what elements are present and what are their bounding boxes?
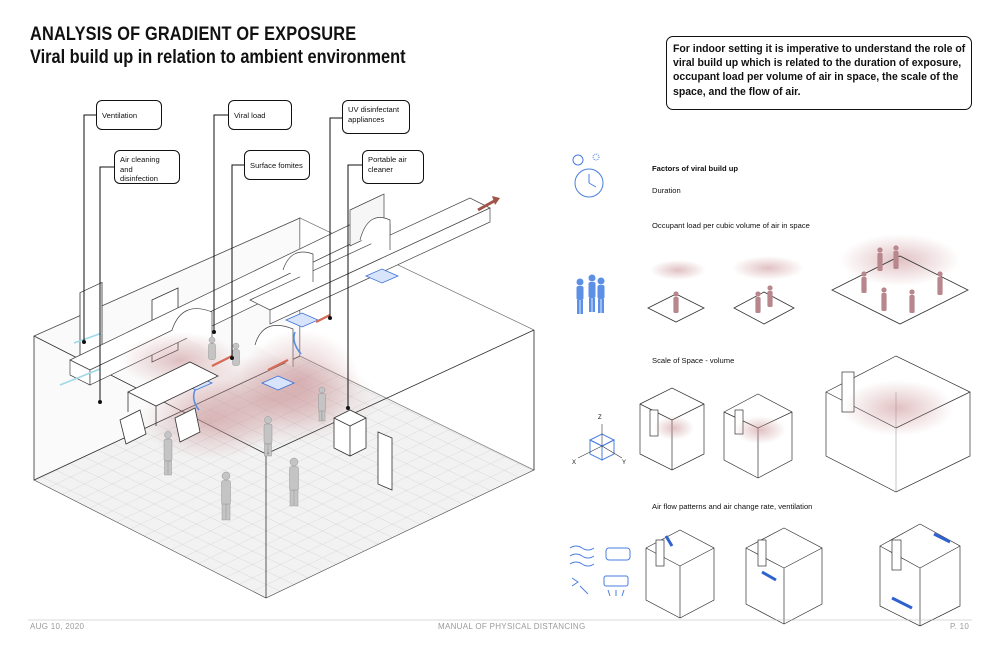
callout-viral-load: Viral load <box>228 100 292 130</box>
airflow-icons <box>569 545 631 597</box>
page-title: ANALYSIS OF GRADIENT OF EXPOSURE <box>30 24 357 45</box>
callout-leaders <box>83 114 364 408</box>
desks <box>119 361 219 445</box>
airflow-arrows <box>59 331 302 411</box>
footer-page: P. 10 <box>950 622 970 631</box>
axis-cube-icon <box>577 424 623 461</box>
airflow-rooms <box>645 523 961 627</box>
airflow-vents <box>664 532 951 610</box>
page-subtitle: Viral build up in relation to ambient en… <box>30 47 406 68</box>
axis-label-y: Y <box>622 460 627 466</box>
factor-air-flow: Air flow patterns and air change rate, v… <box>652 502 813 511</box>
intro-text: For indoor setting it is imperative to u… <box>673 43 966 98</box>
factors-heading: Factors of viral build up <box>652 164 739 173</box>
callout-surface-fomites: Surface fomites <box>244 150 310 180</box>
occupant-load-diagrams <box>647 234 969 325</box>
callout-dots <box>82 316 350 410</box>
portable-air-cleaner <box>333 409 367 457</box>
uv-lamps <box>211 314 331 371</box>
callout-ventilation: Ventilation <box>96 100 162 130</box>
factor-occupant-load: Occupant load per cubic volume of air in… <box>652 221 810 230</box>
people-group-icon <box>576 274 605 314</box>
exhaust-arrow-icon <box>477 196 500 212</box>
callout-air-cleaning: Air cleaning and disinfection <box>114 150 180 184</box>
axis-label-x: X <box>572 460 577 466</box>
callout-uv-disinfectant: UV disinfectant appliances <box>342 100 410 134</box>
axis-label-z: Z <box>598 415 602 421</box>
callout-portable-air-cleaner: Portable air cleaner <box>362 150 424 184</box>
footer-date: AUG 10, 2020 <box>30 622 85 631</box>
footer-manual: MANUAL OF PHYSICAL DISTANCING <box>438 622 586 631</box>
intro-box: For indoor setting it is imperative to u… <box>666 36 972 110</box>
virus-clock-icon <box>572 153 604 198</box>
scale-clouds <box>654 380 954 444</box>
factor-duration: Duration <box>652 186 681 195</box>
factor-scale-of-space: Scale of Space - volume <box>652 356 735 365</box>
people-figures <box>163 336 326 521</box>
